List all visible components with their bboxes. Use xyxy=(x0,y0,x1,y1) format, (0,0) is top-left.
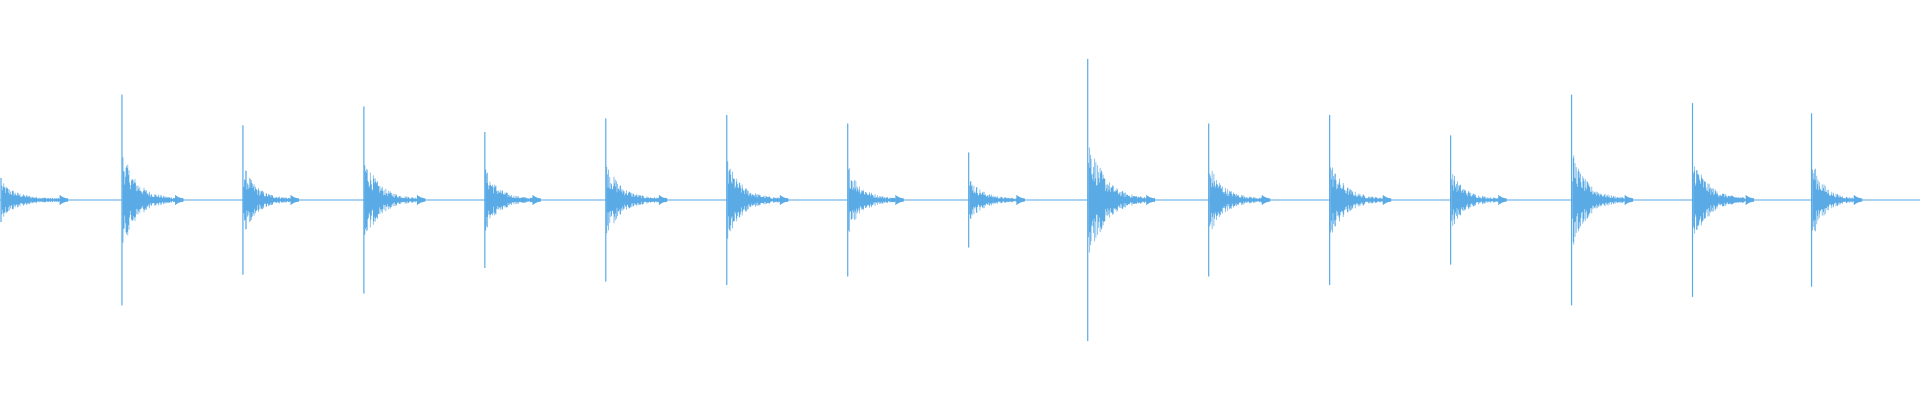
decay-tail xyxy=(1693,166,1755,234)
waveform-hit xyxy=(242,125,300,275)
waveform-hit xyxy=(605,118,668,282)
waveform-hit xyxy=(1570,94,1634,306)
decay-tail xyxy=(1812,168,1863,232)
decay-tail xyxy=(969,181,1025,219)
decay-tail xyxy=(485,169,541,231)
decay-tail xyxy=(243,170,300,230)
decay-tail xyxy=(364,165,426,235)
decay-tail xyxy=(1,183,69,217)
decay-tail xyxy=(1330,167,1392,233)
waveform-hit xyxy=(726,115,789,285)
decay-tail xyxy=(848,168,904,232)
waveform-hit xyxy=(1810,113,1863,287)
decay-tail xyxy=(1209,170,1271,230)
decay-tail xyxy=(1572,155,1634,245)
waveform-hits xyxy=(0,58,1863,342)
waveform-hit xyxy=(1691,103,1755,297)
waveform-hit xyxy=(121,94,184,306)
waveform-hit xyxy=(1087,58,1156,342)
waveform-hit xyxy=(847,123,904,277)
decay-tail xyxy=(727,161,789,239)
waveform-hit xyxy=(1329,115,1392,285)
decay-tail xyxy=(606,167,668,233)
waveform-hit xyxy=(1449,135,1507,265)
decay-tail xyxy=(1088,147,1156,253)
waveform-hit xyxy=(0,177,69,223)
waveform-hit xyxy=(1208,123,1271,277)
waveform-hit xyxy=(968,152,1025,248)
waveform-hit xyxy=(363,106,426,294)
decay-tail xyxy=(122,157,184,243)
decay-tail xyxy=(1451,174,1507,226)
waveform-hit xyxy=(484,132,541,268)
